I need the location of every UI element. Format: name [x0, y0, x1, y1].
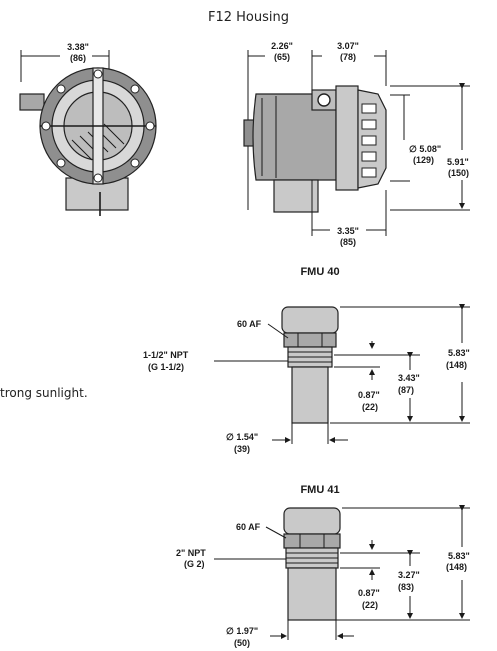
fmu40-diameter-mm: (39) [234, 444, 250, 454]
fmu40-sensor-height-mm: (87) [398, 385, 414, 395]
side-depth-right-in: 3.07" [337, 41, 359, 51]
side-diameter-in: ∅ 5.08" [409, 144, 441, 154]
fmu40-sensor-tube [291, 366, 329, 424]
fmu41-total-height-in: 5.83" [448, 551, 470, 561]
fmu41-diameter-mm: (50) [234, 638, 250, 648]
fmu41-thread-alt: (G 2) [184, 559, 205, 569]
fmu40-thread-alt: (G 1-1/2) [148, 362, 184, 372]
side-base-mm: (85) [340, 237, 356, 247]
fmu40-total-height-mm: (148) [446, 360, 467, 370]
fmu41-thread-len-mm: (22) [362, 600, 378, 610]
side-depth-right-mm: (78) [340, 52, 356, 62]
fmu40-diameter-in: ∅ 1.54" [226, 432, 258, 442]
fmu40-view: FMU 40 60 AF 1-1/2" NPT (G 1-1/2) 5.83" … [143, 266, 470, 454]
side-depth-left-mm: (65) [274, 52, 290, 62]
fmu41-thread-len-in: 0.87" [358, 588, 380, 598]
side-height-mm: (150) [448, 168, 469, 178]
fmu40-sensor-height-in: 3.43" [398, 373, 420, 383]
fmu41-hex [283, 533, 341, 549]
fmu40-thread-label: 1-1/2" NPT [143, 350, 189, 360]
fmu40-thread-len-in: 0.87" [358, 390, 380, 400]
fmu41-title: FMU 41 [300, 484, 339, 496]
clipped-side-text: trong sunlight. [0, 386, 88, 400]
fmu40-af: 60 AF [237, 319, 262, 329]
side-cover-ribs [361, 103, 377, 178]
front-width-mm: (86) [70, 53, 86, 63]
fmu41-view: FMU 41 60 AF 2" NPT (G 2) 5.83" (148) [176, 484, 470, 648]
fmu41-total-height-mm: (148) [446, 562, 467, 572]
side-diameter-mm: (129) [413, 155, 434, 165]
fmu41-sensor-tube [287, 567, 337, 621]
fmu40-total-height-in: 5.83" [448, 348, 470, 358]
fmu40-thread-len-mm: (22) [362, 402, 378, 412]
page-title: F12 Housing [208, 10, 289, 25]
fmu40-head [281, 306, 339, 334]
side-cover-flange [335, 85, 359, 191]
fmu41-thread-label: 2" NPT [176, 548, 206, 558]
fmu41-af: 60 AF [236, 522, 261, 532]
side-view: 2.26" (65) 3.07" (78) 3.35" (85) [243, 41, 470, 247]
fmu40-hex [283, 332, 337, 348]
fmu41-sensor-height-mm: (83) [398, 582, 414, 592]
front-width-in: 3.38" [67, 42, 89, 52]
fmu40-af-leader [267, 323, 289, 339]
fmu41-af-leader [265, 526, 287, 539]
side-depth-left-in: 2.26" [271, 41, 293, 51]
side-base-in: 3.35" [337, 226, 359, 236]
fmu41-diameter-in: ∅ 1.97" [226, 626, 258, 636]
fmu41-head [283, 507, 341, 535]
front-cable-stub [19, 93, 45, 111]
front-view: 3.38" (86) [19, 42, 157, 216]
side-neck [273, 179, 319, 213]
fmu41-sensor-height-in: 3.27" [398, 570, 420, 580]
fmu40-title: FMU 40 [300, 266, 339, 278]
side-height-in: 5.91" [447, 157, 469, 167]
side-boss-hole [317, 93, 331, 107]
front-bolt-holes [41, 69, 155, 183]
